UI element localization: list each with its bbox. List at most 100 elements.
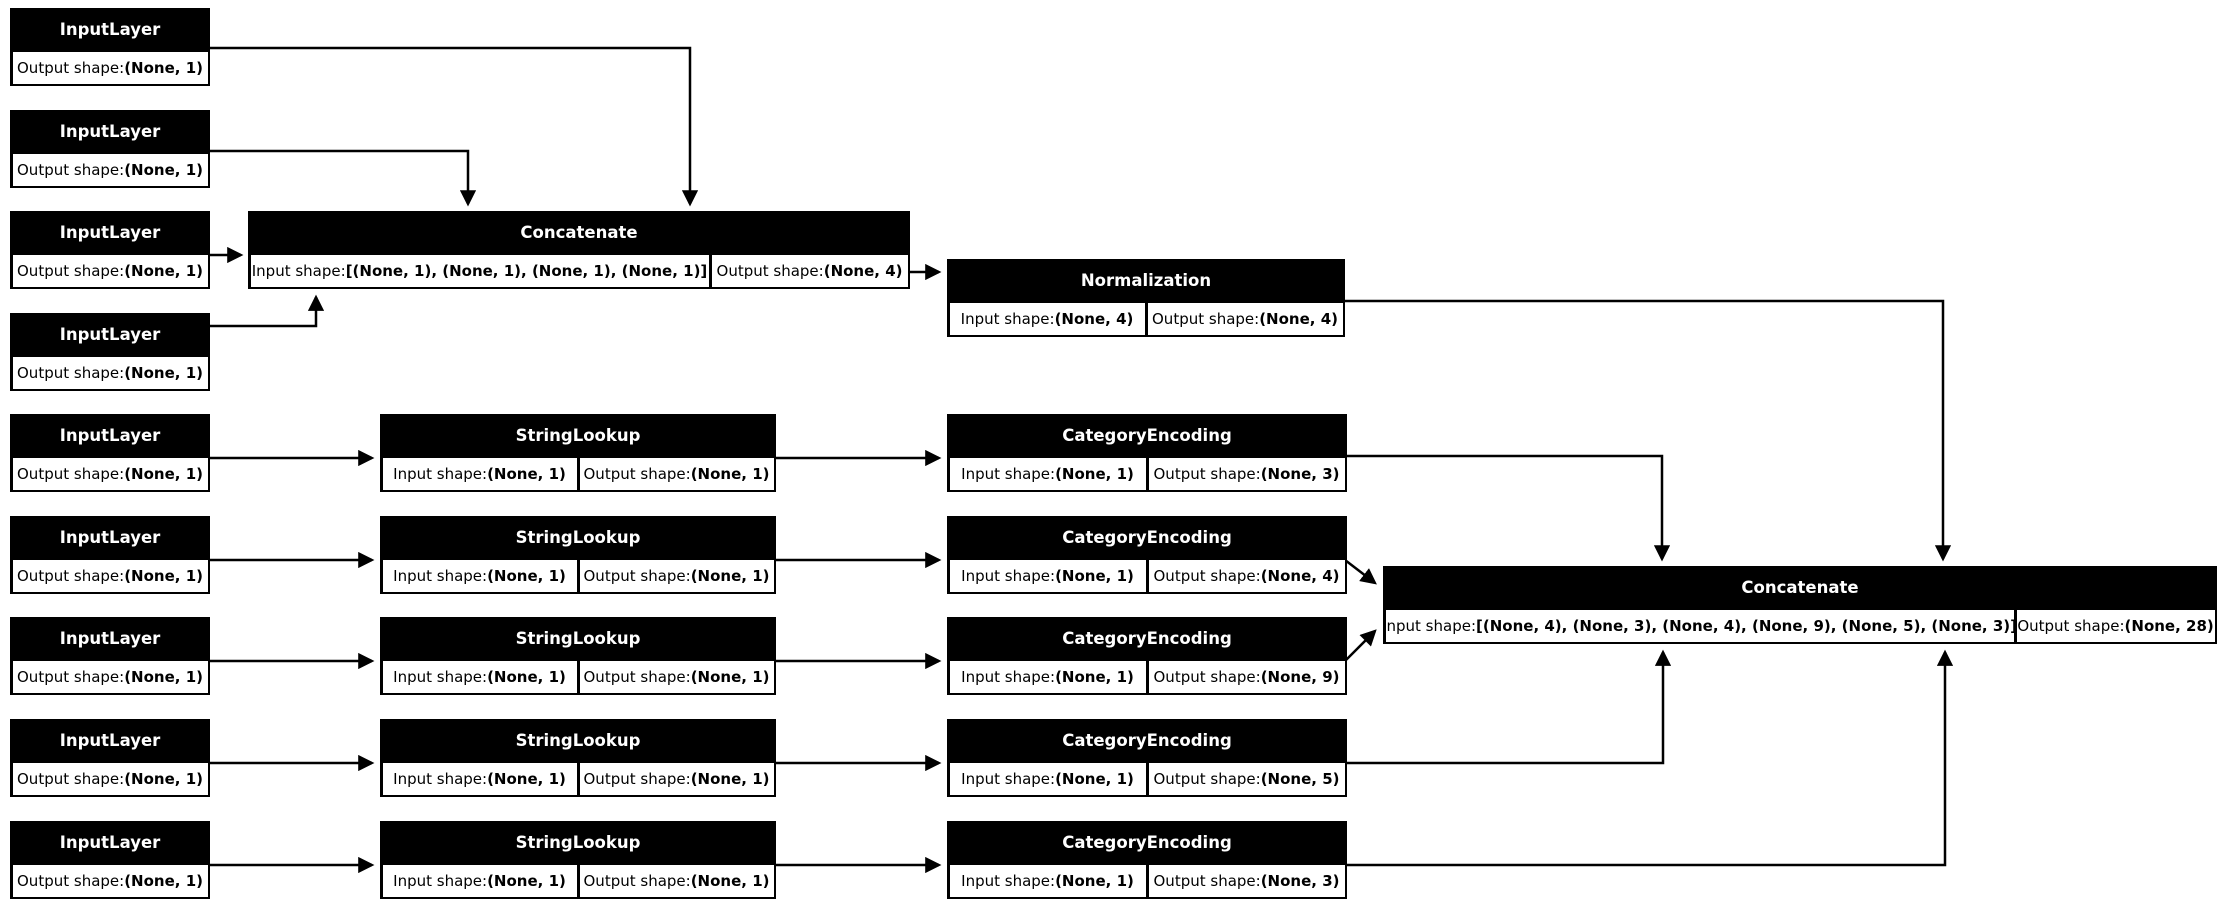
layer-title: InputLayer — [59, 629, 161, 648]
input-shape-label: Input shape: — [393, 667, 488, 686]
output-shape-value: (None, 1) — [124, 769, 203, 788]
output-shape-label: Output shape: — [1153, 769, 1261, 788]
layer-title: StringLookup — [515, 426, 641, 445]
node-string-lookup-2: StringLookup Input shape: (None, 1) Outp… — [380, 516, 776, 594]
output-shape-value: (None, 1) — [124, 58, 203, 77]
input-shape-value: (None, 1) — [1055, 871, 1134, 890]
input-shape-value: (None, 1) — [487, 566, 566, 585]
output-shape-value: (None, 1) — [124, 667, 203, 686]
layer-title: InputLayer — [59, 325, 161, 344]
output-shape-cell: Output shape: (None, 1) — [12, 356, 208, 389]
output-shape-label: Output shape: — [17, 464, 125, 483]
input-shape-label: Input shape: — [961, 667, 1056, 686]
input-shape-cell: Input shape: (None, 1) — [949, 762, 1146, 795]
input-shape-value: [(None, 1), (None, 1), (None, 1), (None,… — [345, 261, 708, 280]
layer-title: StringLookup — [515, 629, 641, 648]
output-shape-label: Output shape: — [17, 58, 125, 77]
layer-title: InputLayer — [59, 20, 161, 39]
output-shape-label: Output shape: — [17, 566, 125, 585]
layer-title: CategoryEncoding — [1062, 731, 1232, 750]
input-shape-value: (None, 1) — [487, 667, 566, 686]
output-shape-value: (None, 1) — [124, 363, 203, 382]
output-shape-value: (None, 1) — [124, 871, 203, 890]
node-concatenate-2: Concatenate Input shape: [(None, 4), (No… — [1383, 566, 2217, 644]
output-shape-cell: Output shape: (None, 3) — [1148, 864, 1345, 897]
input-shape-label: Input shape: — [961, 566, 1056, 585]
layer-title: StringLookup — [515, 833, 641, 852]
output-shape-value: (None, 28) — [2124, 616, 2214, 635]
input-shape-value: (None, 1) — [487, 769, 566, 788]
input-shape-label: Input shape: — [393, 871, 488, 890]
input-shape-label: Input shape: — [393, 769, 488, 788]
layer-title: InputLayer — [59, 223, 161, 242]
input-shape-value: (None, 1) — [1055, 566, 1134, 585]
output-shape-cell: Output shape: (None, 9) — [1148, 660, 1345, 693]
output-shape-cell: Output shape: (None, 3) — [1148, 457, 1345, 490]
output-shape-cell: Output shape: (None, 28) — [2016, 609, 2215, 642]
node-input-layer-8: InputLayer Output shape: (None, 1) — [10, 719, 210, 797]
output-shape-label: Output shape: — [17, 363, 125, 382]
edge-encoding2-concat2 — [1344, 559, 1377, 585]
output-shape-cell: Output shape: (None, 4) — [1147, 302, 1343, 335]
input-shape-value: (None, 1) — [487, 871, 566, 890]
output-shape-label: Output shape: — [583, 871, 691, 890]
node-concatenate-1: Concatenate Input shape: [(None, 1), (No… — [248, 211, 910, 289]
output-shape-cell: Output shape: (None, 1) — [579, 864, 774, 897]
edge-encoding3-concat2 — [1344, 629, 1377, 662]
output-shape-cell: Output shape: (None, 1) — [12, 660, 208, 693]
node-input-layer-9: InputLayer Output shape: (None, 1) — [10, 821, 210, 899]
input-shape-cell: Input shape: (None, 1) — [382, 660, 577, 693]
output-shape-label: Output shape: — [2017, 616, 2125, 635]
input-shape-label: Input shape: — [961, 769, 1056, 788]
node-normalization: Normalization Input shape: (None, 4) Out… — [947, 259, 1345, 337]
output-shape-cell: Output shape: (None, 1) — [579, 762, 774, 795]
input-shape-value: (None, 4) — [1054, 309, 1134, 328]
node-input-layer-2: InputLayer Output shape: (None, 1) — [10, 110, 210, 188]
output-shape-value: (None, 1) — [124, 160, 203, 179]
output-shape-label: Output shape: — [1153, 667, 1261, 686]
layer-title: InputLayer — [59, 833, 161, 852]
node-input-layer-7: InputLayer Output shape: (None, 1) — [10, 617, 210, 695]
output-shape-value: (None, 3) — [1260, 871, 1340, 890]
node-category-encoding-3: CategoryEncoding Input shape: (None, 1) … — [947, 617, 1347, 695]
output-shape-label: Output shape: — [1153, 464, 1261, 483]
output-shape-value: (None, 1) — [124, 261, 203, 280]
input-shape-label: Input shape: — [1385, 616, 1477, 635]
node-category-encoding-2: CategoryEncoding Input shape: (None, 1) … — [947, 516, 1347, 594]
edge-encoding5-concat2 — [1345, 649, 1954, 867]
output-shape-label: Output shape: — [17, 160, 125, 179]
layer-title: CategoryEncoding — [1062, 629, 1232, 648]
output-shape-cell: Output shape: (None, 1) — [12, 864, 208, 897]
output-shape-value: (None, 4) — [1260, 566, 1340, 585]
output-shape-value: (None, 1) — [124, 464, 203, 483]
layer-title: StringLookup — [515, 731, 641, 750]
edge-encoding4-concat2 — [1345, 649, 1672, 765]
input-shape-cell: Input shape: [(None, 4), (None, 3), (Non… — [1385, 609, 2014, 642]
output-shape-value: (None, 1) — [690, 566, 770, 585]
node-string-lookup-5: StringLookup Input shape: (None, 1) Outp… — [380, 821, 776, 899]
layer-title: Concatenate — [520, 223, 638, 242]
output-shape-value: (None, 4) — [823, 261, 903, 280]
input-shape-value: (None, 1) — [1055, 667, 1134, 686]
output-shape-cell: Output shape: (None, 1) — [12, 51, 208, 84]
output-shape-value: (None, 9) — [1260, 667, 1340, 686]
input-shape-label: Input shape: — [961, 871, 1056, 890]
edge-normalization-concat2 — [1345, 299, 1952, 562]
output-shape-label: Output shape: — [1153, 871, 1261, 890]
output-shape-value: (None, 1) — [690, 667, 770, 686]
layer-title: StringLookup — [515, 528, 641, 547]
layer-title: InputLayer — [59, 528, 161, 547]
output-shape-value: (None, 3) — [1260, 464, 1340, 483]
edge-input4-concat1 — [210, 294, 325, 328]
edge-encoding1-concat2 — [1345, 454, 1671, 562]
output-shape-cell: Output shape: (None, 1) — [12, 153, 208, 186]
layer-title: Normalization — [1080, 271, 1212, 290]
node-category-encoding-4: CategoryEncoding Input shape: (None, 1) … — [947, 719, 1347, 797]
layer-title: Concatenate — [1741, 578, 1859, 597]
node-string-lookup-4: StringLookup Input shape: (None, 1) Outp… — [380, 719, 776, 797]
input-shape-cell: Input shape: (None, 1) — [382, 864, 577, 897]
output-shape-cell: Output shape: (None, 1) — [579, 559, 774, 592]
output-shape-label: Output shape: — [583, 769, 691, 788]
output-shape-cell: Output shape: (None, 1) — [12, 762, 208, 795]
input-shape-cell: Input shape: [(None, 1), (None, 1), (Non… — [250, 254, 709, 287]
